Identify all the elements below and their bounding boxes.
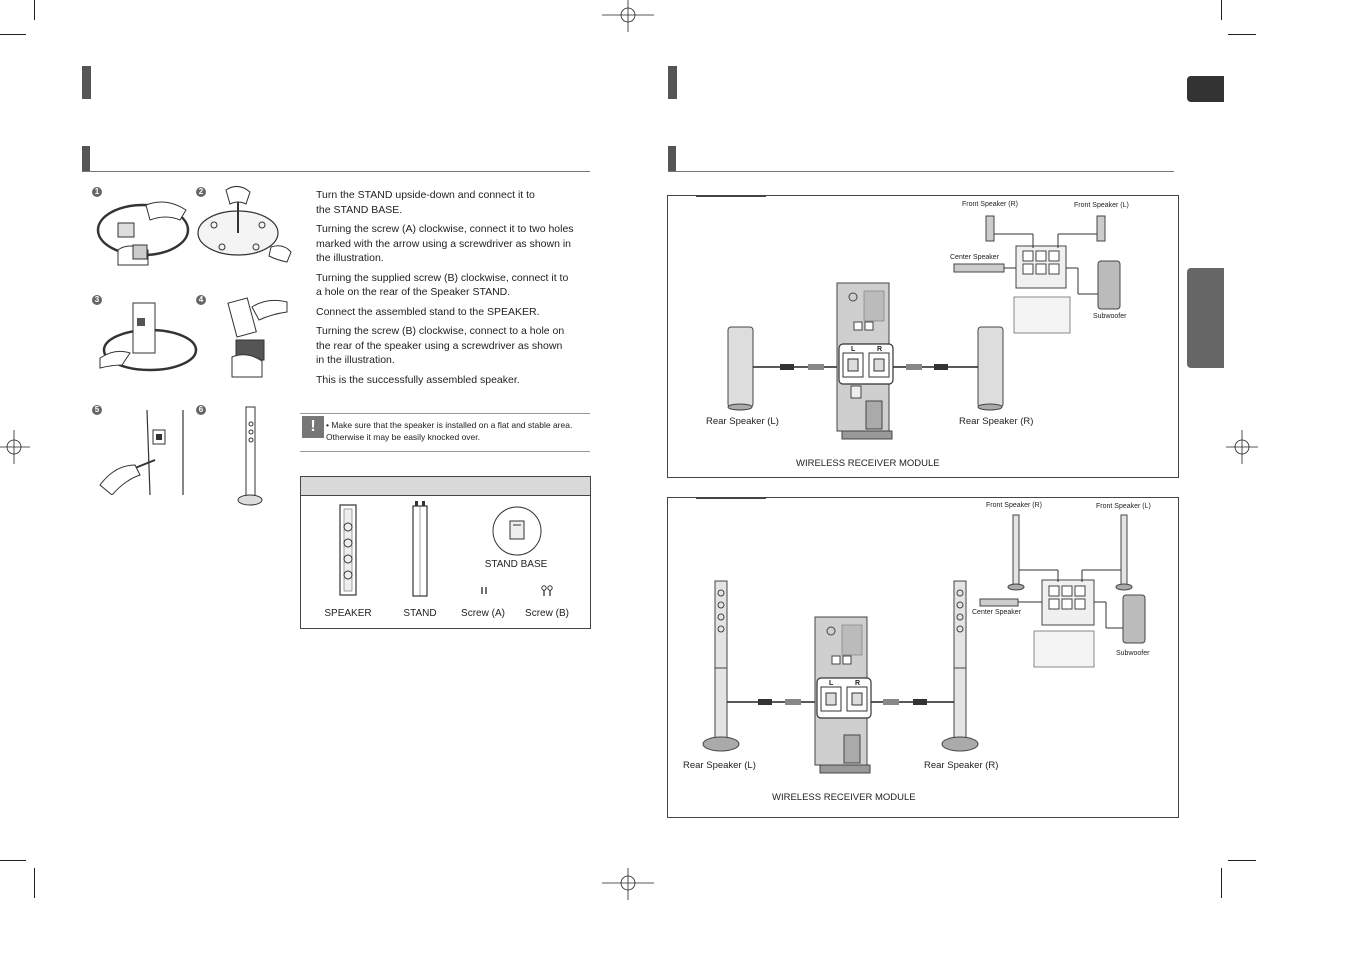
connection-diagram-1-art [727,215,1121,440]
caution-note: ! • Make sure that the speaker is instal… [300,413,590,452]
stand-base-illustration [492,506,542,556]
crop-mark [0,860,26,861]
registration-mark [1226,430,1258,464]
crop-mark [1221,0,1222,20]
chapter-tab [1187,268,1224,368]
rear-speaker-l-label: Rear Speaker (L) [706,416,779,427]
connection-diagram-1: L R Front Speaker (R) Front Speaker (L) … [667,195,1179,478]
instruction-4: Connect the assembled stand to the SPEAK… [316,305,540,318]
crop-mark [0,34,26,35]
exclamation-icon: ! [302,416,324,438]
front-speaker-r-label: Front Speaker (R) [986,502,1043,509]
speaker-label: SPEAKER [324,608,372,619]
section-header-right [668,146,1174,172]
step-number: 4 [196,295,206,305]
step3-illustration [99,302,198,372]
section-header-left [82,146,590,172]
page-title-bar-right [668,66,677,99]
front-speaker-l-label: Front Speaker (L) [1096,503,1151,510]
wireless-module-label: WIRELESS RECEIVER MODULE [772,792,916,803]
instruction-2: Turning the screw (A) clockwise, connect… [316,223,574,264]
caution-text: • Make sure that the speaker is installe… [326,420,573,442]
step-number: 2 [196,187,206,197]
front-speaker-l-label: Front Speaker (L) [1074,202,1129,209]
rear-speaker-l-label: Rear Speaker (L) [683,760,756,771]
connection-diagram-2-art [702,514,1146,774]
step-number: 1 [92,187,102,197]
components-header [301,477,590,496]
jack-l-label: L [829,680,834,687]
crop-mark [1228,860,1256,861]
screw-b-label: Screw (B) [525,608,569,619]
front-speaker-r-label: Front Speaker (R) [962,201,1019,208]
jack-r-label: R [855,680,861,687]
wireless-module-label: WIRELESS RECEIVER MODULE [796,458,940,469]
rear-speaker-r-label: Rear Speaker (R) [924,760,999,771]
step1-illustration [96,201,190,266]
center-speaker-label: Center Speaker [950,254,1000,261]
step5-illustration [99,410,184,495]
diagram-tab [696,497,766,499]
components-box: STAND BASE SPEAKER STAND Screw (A) Screw… [300,476,591,629]
screw-b-illustration [541,585,553,596]
subwoofer-label: Subwoofer [1116,650,1150,657]
step-number: 3 [92,295,102,305]
diagram-tab [696,195,766,197]
stand-illustration [412,501,428,597]
step4-illustration [227,297,288,378]
step2-illustration [197,186,292,263]
crop-mark [1228,34,1256,35]
instruction-6: This is the successfully assembled speak… [316,373,520,386]
center-speaker-label: Center Speaker [972,609,1022,616]
assembly-instructions: Turn the STAND upside-down and connect i… [316,188,578,387]
step-number: 6 [196,405,206,415]
screw-a-label: Screw (A) [461,608,505,619]
registration-mark [602,0,654,32]
page-title-bar-left [82,66,91,99]
crop-mark [1221,868,1222,898]
step6-illustration [237,406,263,506]
jack-r-label: R [877,346,883,353]
instruction-3: Turning the supplied screw (B) clockwise… [316,271,569,299]
step-number: 5 [92,405,102,415]
instruction-5: Turning the screw (B) clockwise, connect… [316,325,565,366]
language-tab [1187,76,1224,102]
rear-speaker-r-label: Rear Speaker (R) [959,416,1034,427]
registration-mark [0,430,30,464]
registration-mark [602,868,654,900]
stand-base-label: STAND BASE [484,559,548,570]
instruction-1: Turn the STAND upside-down and connect i… [316,189,535,216]
crop-mark [34,868,35,898]
screw-a-illustration [481,587,487,594]
connection-diagram-2: L R Front Speaker (R) Front Speaker (L) … [667,497,1179,818]
subwoofer-label: Subwoofer [1093,313,1127,320]
crop-mark [34,0,35,20]
stand-label: STAND [403,608,437,619]
jack-l-label: L [851,346,856,353]
speaker-illustration [339,504,357,596]
